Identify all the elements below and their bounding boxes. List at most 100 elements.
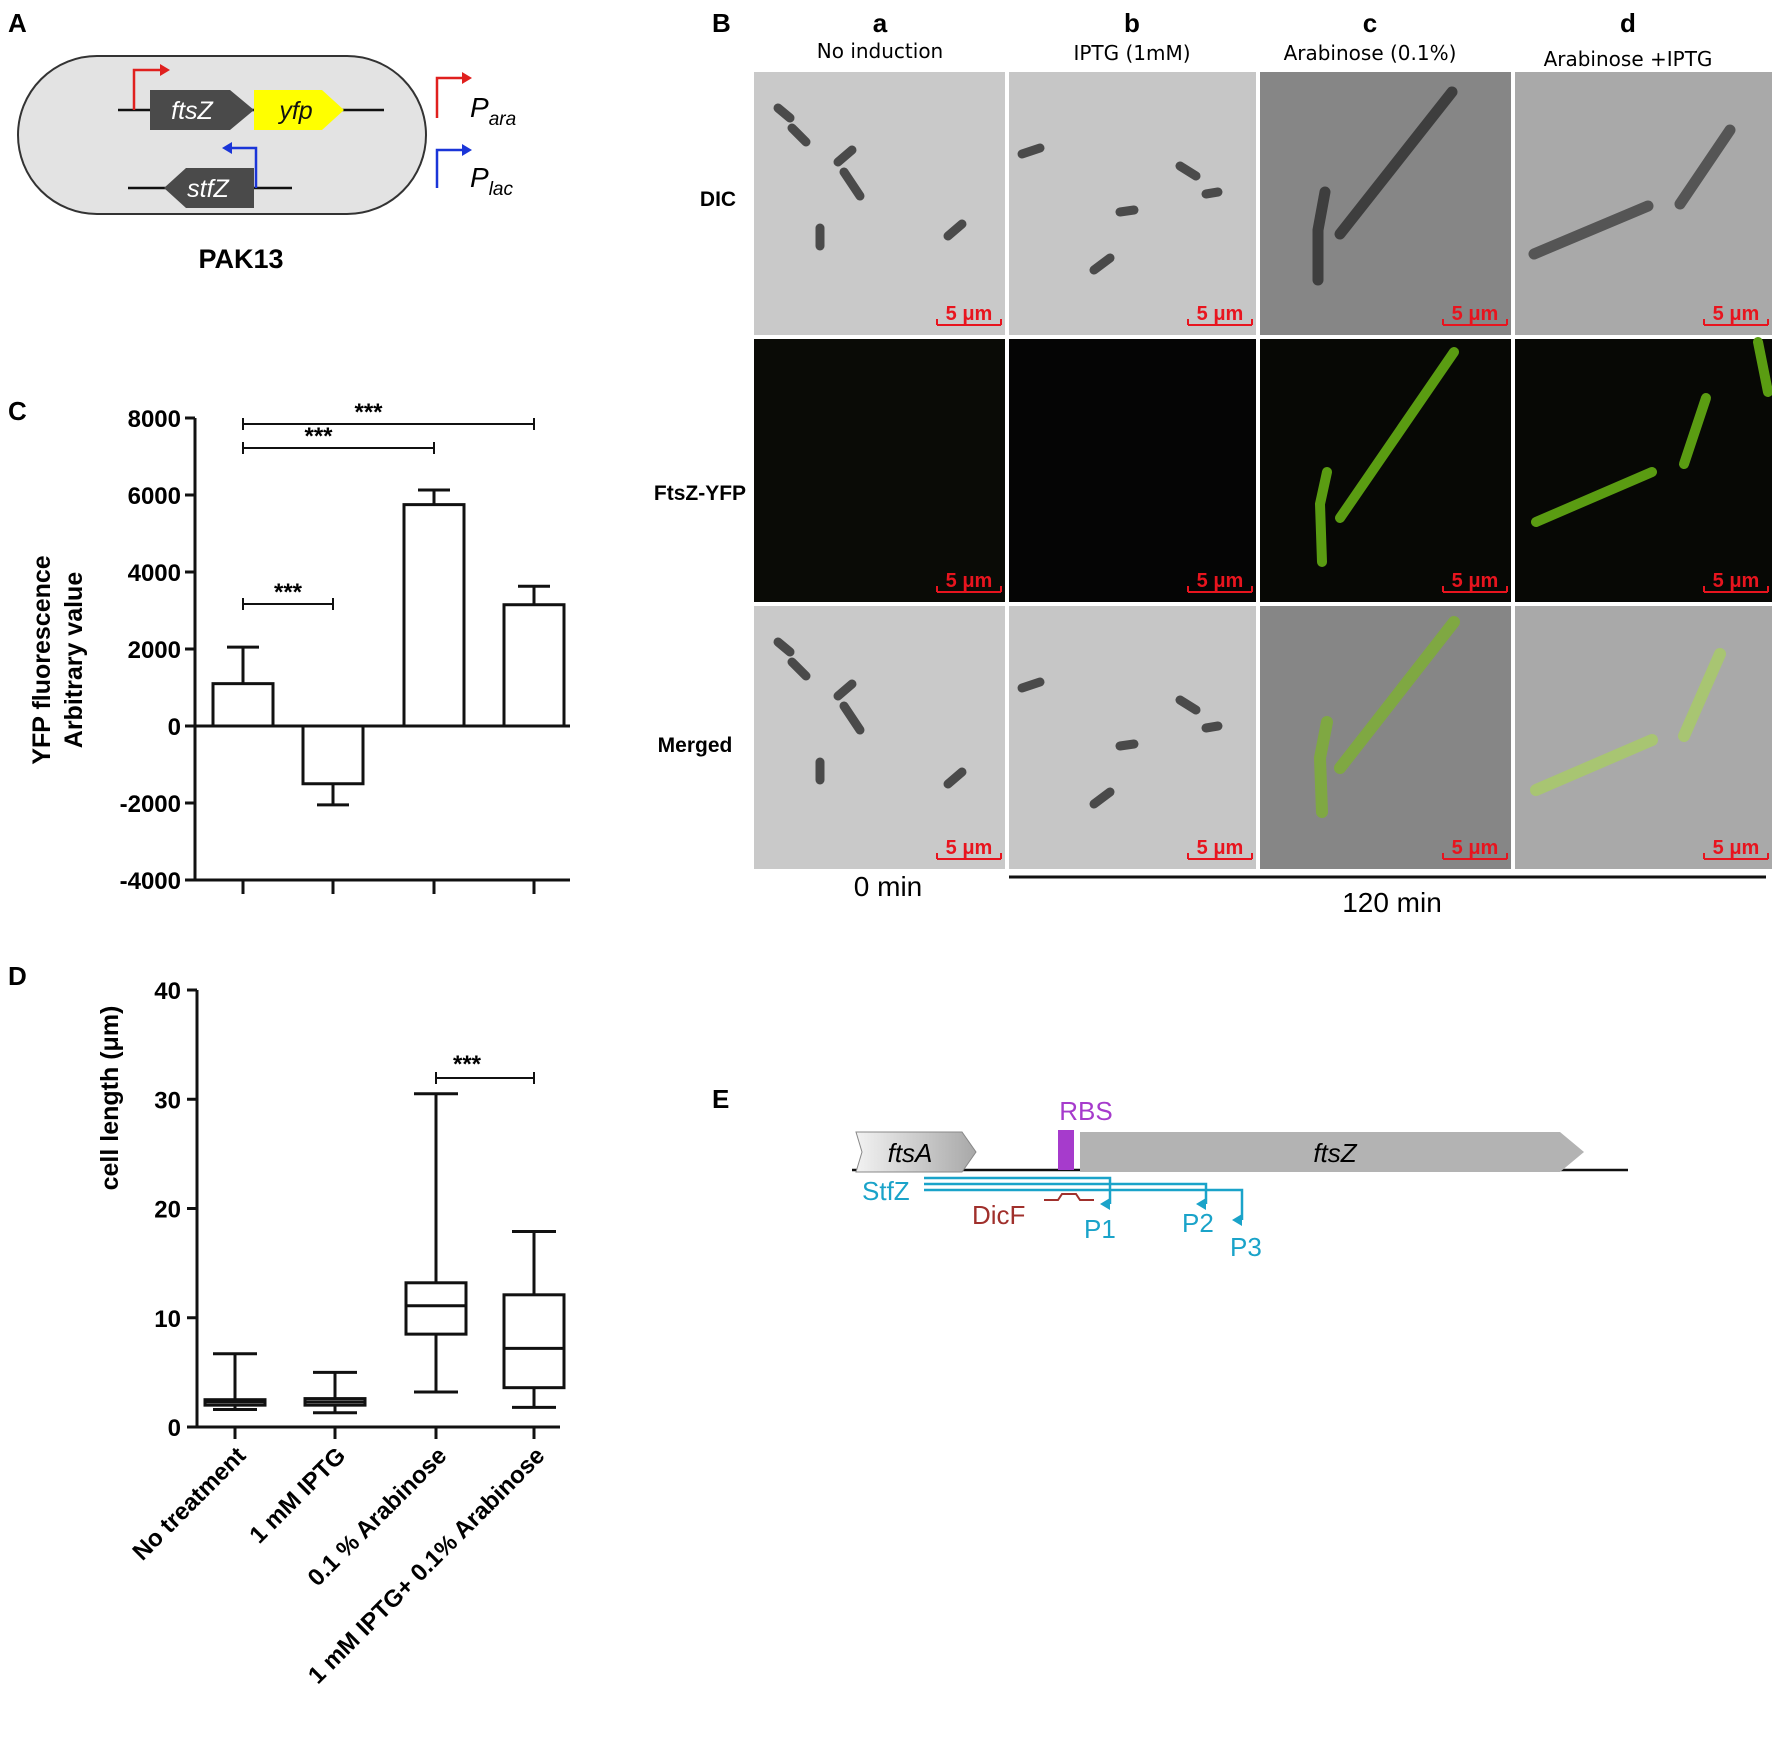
d-box bbox=[404, 1281, 468, 1336]
d-y-tick-label: 20 bbox=[154, 1197, 181, 1224]
c-bar bbox=[502, 603, 566, 728]
dicf-label: DicF bbox=[972, 1200, 1025, 1230]
scale-bar-label: 5 μm bbox=[946, 837, 993, 859]
legend-lac-arrow bbox=[435, 148, 462, 188]
d-box bbox=[502, 1293, 566, 1390]
row-label-dic: DIC bbox=[700, 188, 736, 211]
scale-bar-label: 5 μm bbox=[1713, 837, 1760, 859]
scale-bar-label: 5 μm bbox=[1452, 570, 1499, 592]
col-c-label: Arabinose (0.1%) bbox=[1284, 41, 1457, 65]
panel-c: C YFP fluorescence Arbitrary value 80006… bbox=[8, 396, 570, 895]
panel-d: D cell length (μm) 40 30 20 10 0No treatment… bbox=[8, 961, 566, 1689]
legend-lac-arrowhead bbox=[462, 144, 472, 156]
col-d-label: Arabinose +IPTG bbox=[1544, 47, 1713, 71]
legend-ara-arrowhead bbox=[462, 72, 472, 84]
legend-plac-label: Plac bbox=[470, 162, 513, 200]
stfz-gene-arrow bbox=[164, 168, 254, 208]
cells-dic-d bbox=[1528, 124, 1736, 260]
cells-dic-a bbox=[773, 103, 967, 251]
scale-bar-label: 5 μm bbox=[1197, 837, 1244, 859]
d-ylabel: cell length (μm) bbox=[96, 1006, 124, 1191]
scale-bar-label: 5 μm bbox=[1197, 570, 1244, 592]
panel-b: B a No induction b IPTG (1mM) c Arabinos… bbox=[654, 8, 1772, 918]
scale-bar-label: 5 μm bbox=[946, 303, 993, 325]
d-y-tick-label: 40 bbox=[154, 978, 181, 1005]
ftsz-gene-arrow-e bbox=[1080, 1132, 1584, 1172]
panel-e-letter: E bbox=[712, 1084, 729, 1114]
cells-merged-a bbox=[773, 637, 967, 789]
ftsz-label-e: ftsZ bbox=[1313, 1138, 1357, 1168]
p3-label: P3 bbox=[1230, 1232, 1262, 1262]
micrograph-dic-c bbox=[1260, 72, 1511, 335]
micrograph-dic-b bbox=[1009, 72, 1256, 335]
c-ylabel-line2: Arbitrary value bbox=[60, 572, 88, 749]
cells-merged-c bbox=[1313, 616, 1460, 818]
p2-label: P2 bbox=[1182, 1208, 1214, 1238]
c-bar bbox=[402, 503, 466, 728]
yfp-gene-label: yfp bbox=[277, 97, 312, 125]
dicf-binding-mark bbox=[1044, 1193, 1094, 1201]
col-c-letter: c bbox=[1363, 8, 1377, 38]
strain-label: PAK13 bbox=[198, 244, 283, 274]
c-y-tick-label: 8000 bbox=[128, 406, 181, 433]
c-y-tick-label: 4000 bbox=[128, 560, 181, 587]
col-b-label: IPTG (1mM) bbox=[1073, 41, 1190, 65]
row-label-merged: Merged bbox=[658, 734, 733, 757]
panel-a-letter: A bbox=[8, 8, 27, 38]
micrograph-yfp-c bbox=[1260, 339, 1511, 602]
micrograph-merged-a bbox=[754, 606, 1005, 869]
c-bar bbox=[301, 724, 365, 786]
panel-c-letter: C bbox=[8, 396, 27, 426]
cells-merged-b bbox=[1017, 677, 1223, 809]
scale-bar-label: 5 μm bbox=[1713, 570, 1760, 592]
cells-merged-d bbox=[1530, 648, 1726, 796]
legend-para-label: Para bbox=[470, 92, 516, 130]
d-y-tick-label: 10 bbox=[154, 1306, 181, 1333]
c-y-tick-label: 2000 bbox=[128, 637, 181, 664]
micrograph-dic-a bbox=[754, 72, 1005, 335]
cells-yfp-d bbox=[1531, 337, 1772, 527]
plac-promoter-arrow bbox=[232, 146, 258, 188]
para-arrowhead bbox=[160, 64, 170, 76]
micrograph-yfp-b bbox=[1009, 339, 1256, 602]
ftsz-gene-label: ftsZ bbox=[171, 97, 213, 125]
c-y-tick-label: -4000 bbox=[120, 868, 181, 895]
micrograph-merged-c bbox=[1260, 606, 1511, 869]
col-a-letter: a bbox=[873, 8, 888, 38]
row-label-ftsz-yfp: FtsZ-YFP bbox=[654, 482, 746, 505]
d-y-tick-label: 30 bbox=[154, 1087, 181, 1114]
panel-a: A ftsZ yfp stfZ Para Plac PAK13 bbox=[8, 8, 516, 274]
scale-bar-label: 5 μm bbox=[1452, 837, 1499, 859]
yfp-gene-arrow bbox=[254, 90, 344, 130]
c-y-tick-label: 6000 bbox=[128, 483, 181, 510]
stfz-gene-label: stfZ bbox=[187, 175, 229, 203]
d-x-category-label: 1 mM IPTG bbox=[244, 1442, 351, 1549]
time-label-120: 120 min bbox=[1342, 887, 1442, 918]
p2-arrowhead bbox=[1196, 1198, 1206, 1210]
d-y-tick-label: 0 bbox=[168, 1415, 181, 1442]
cells-yfp-c bbox=[1314, 347, 1459, 567]
stfz-label: StfZ bbox=[862, 1176, 910, 1206]
col-d-letter: d bbox=[1620, 8, 1636, 38]
scale-bar-label: 5 μm bbox=[946, 570, 993, 592]
panel-e: E ftsA ftsZ RBS StfZ DicF P1 P2 P3 bbox=[712, 1084, 1628, 1262]
c-sig-label: *** bbox=[354, 399, 383, 426]
micrograph-yfp-a bbox=[754, 339, 1005, 602]
d-x-category-label: No treatment bbox=[127, 1442, 251, 1566]
stfz-transcripts bbox=[924, 1176, 1244, 1220]
cells-dic-b bbox=[1017, 143, 1223, 275]
panel-d-letter: D bbox=[8, 961, 27, 991]
scale-bar-label: 5 μm bbox=[1713, 303, 1760, 325]
c-sig-label: *** bbox=[304, 423, 333, 450]
c-bar bbox=[211, 682, 275, 728]
c-y-tick-label: -2000 bbox=[120, 791, 181, 818]
panel-b-letter: B bbox=[712, 8, 731, 38]
ftsa-label: ftsA bbox=[888, 1138, 933, 1168]
legend-ara-arrow bbox=[435, 76, 462, 118]
scale-bar-label: 5 μm bbox=[1452, 303, 1499, 325]
cells-dic-c bbox=[1312, 86, 1458, 286]
col-b-letter: b bbox=[1124, 8, 1140, 38]
d-sig-label: *** bbox=[453, 1051, 482, 1078]
p3-arrowhead bbox=[1232, 1214, 1242, 1226]
